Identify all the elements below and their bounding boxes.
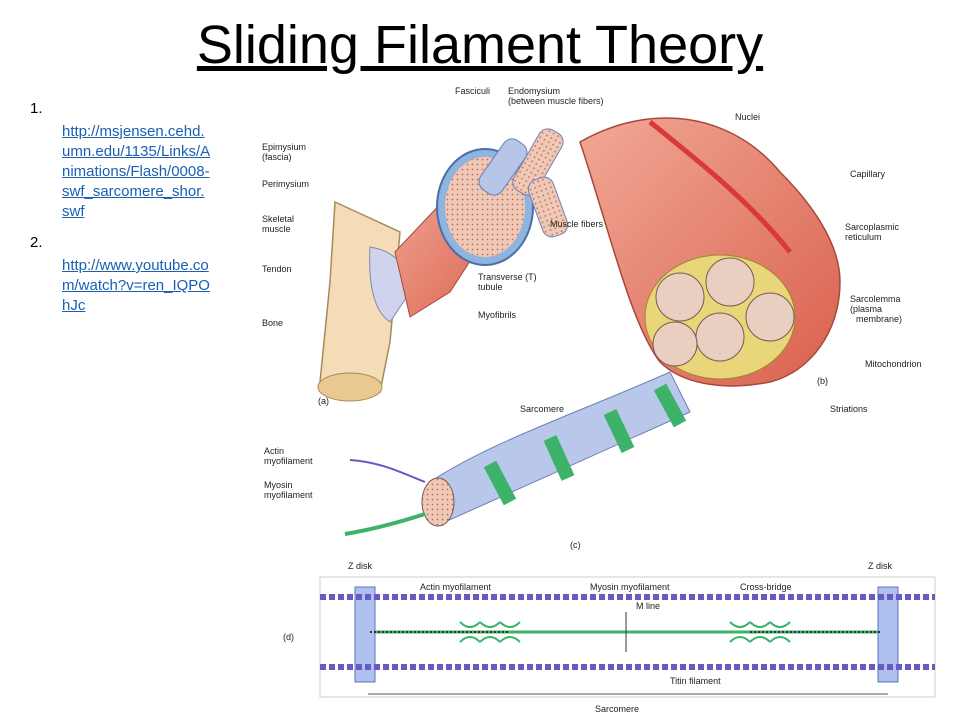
label-t-tubule-sub: tubule — [478, 282, 503, 292]
label-t-tubule: Transverse (T) — [478, 272, 537, 282]
label-myofibrils: Myofibrils — [478, 310, 517, 320]
label-myosin: Myosin — [264, 480, 293, 490]
actin-strand — [349, 459, 426, 483]
label-actin-sub: myofilament — [264, 456, 313, 466]
link-msjensen[interactable]: http://msjensen.cehd.umn.edu/1135/Links/… — [62, 123, 211, 220]
myosin-strand — [344, 512, 426, 536]
link-list: 1. http://msjensen.cehd.umn.edu/1135/Lin… — [30, 100, 230, 328]
label-capillary: Capillary — [850, 169, 886, 179]
label-z-disk-right: Z disk — [868, 561, 893, 571]
label-m-line: M line — [636, 601, 660, 611]
myofibril-cross-section — [644, 254, 796, 380]
list-number: 2. — [30, 234, 43, 251]
list-item: 1. http://msjensen.cehd.umn.edu/1135/Lin… — [30, 100, 230, 222]
page-title: Sliding Filament Theory — [196, 15, 764, 75]
sarcomere-panel — [319, 576, 936, 698]
capillary-illustration — [648, 120, 792, 254]
label-tendon: Tendon — [262, 264, 292, 274]
label-skeletal-sub: muscle — [262, 224, 291, 234]
label-skeletal: Skeletal — [262, 214, 294, 224]
label-mitochondrion: Mitochondrion — [865, 359, 922, 369]
label-titin: Titin filament — [670, 676, 721, 686]
label-epimysium: Epimysium — [262, 142, 306, 152]
label-sarcolemma: Sarcolemma — [850, 294, 901, 304]
label-actin: Actin — [264, 446, 284, 456]
label-cross-bridge: Cross-bridge — [740, 582, 792, 592]
figure-labels: Fasciculi Endomysium (between muscle fib… — [262, 86, 922, 714]
link-youtube[interactable]: http://www.youtube.com/watch?v=ren_IQPOh… — [62, 257, 210, 314]
myofibril-striated — [421, 371, 691, 527]
label-sr: Sarcoplasmic — [845, 222, 900, 232]
label-endomysium-sub: (between muscle fibers) — [508, 96, 604, 106]
label-panel-c: (c) — [570, 540, 581, 550]
label-z-disk-left: Z disk — [348, 561, 373, 571]
label-perimysium: Perimysium — [262, 179, 309, 189]
list-item: 2. http://www.youtube.com/watch?v=ren_IQ… — [30, 234, 230, 316]
label-panel-d: (d) — [283, 632, 294, 642]
label-myosin-sub: myofilament — [264, 490, 313, 500]
label-muscle-fibers: Muscle fibers — [550, 219, 604, 229]
label-myosin-myofilament: Myosin myofilament — [590, 582, 670, 592]
label-sarcomere-bottom: Sarcomere — [595, 704, 639, 714]
label-sarcolemma-sub1: (plasma — [850, 304, 882, 314]
label-panel-b: (b) — [817, 376, 828, 386]
label-panel-a: (a) — [318, 396, 329, 406]
label-endomysium: Endomysium — [508, 86, 560, 96]
fascicle-bundles — [478, 128, 569, 238]
label-fasciculi: Fasciculi — [455, 86, 490, 96]
muscle-structure-diagram: Fasciculi Endomysium (between muscle fib… — [262, 86, 936, 714]
label-actin-myofilament: Actin myofilament — [420, 582, 492, 592]
label-nuclei: Nuclei — [735, 112, 760, 122]
label-striations: Striations — [830, 404, 868, 414]
label-bone: Bone — [262, 318, 283, 328]
label-epimysium-sub: (fascia) — [262, 152, 292, 162]
label-sr-sub: reticulum — [845, 232, 882, 242]
list-number: 1. — [30, 100, 43, 117]
label-sarcomere: Sarcomere — [520, 404, 564, 414]
label-sarcolemma-sub2: membrane) — [856, 314, 902, 324]
